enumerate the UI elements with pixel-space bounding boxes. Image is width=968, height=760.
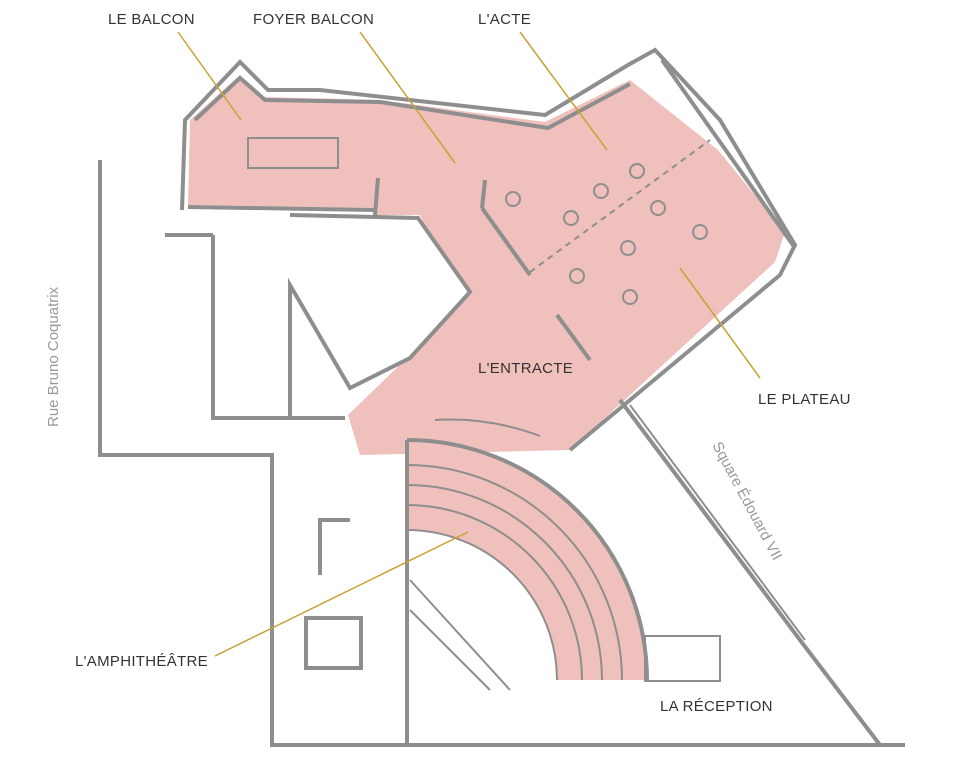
label-l-entracte: L'ENTRACTE: [478, 360, 573, 377]
leader-lines: [177, 31, 761, 657]
pillars: [505, 163, 708, 305]
label-foyer-balcon: FOYER BALCON: [253, 11, 374, 28]
room-amphitheatre[interactable]: [407, 440, 647, 680]
amphitheatre-rows: [406, 418, 649, 681]
street-rue-bruno-coquatrix: Rue Bruno Coquatrix: [45, 286, 62, 427]
street-square-edouard-vii: Square Édouard VII: [708, 439, 785, 563]
label-l-amphitheatre: L'AMPHITHÉÂTRE: [75, 653, 208, 670]
label-l-acte: L'ACTE: [478, 11, 531, 28]
room-balcon-acte-entracte[interactable]: [188, 75, 785, 455]
label-le-plateau: LE PLATEAU: [758, 391, 851, 408]
label-le-balcon: LE BALCON: [108, 11, 195, 28]
stair-block: [300, 218, 470, 388]
label-la-reception: LA RÉCEPTION: [660, 698, 773, 715]
walls: [98, 47, 905, 747]
